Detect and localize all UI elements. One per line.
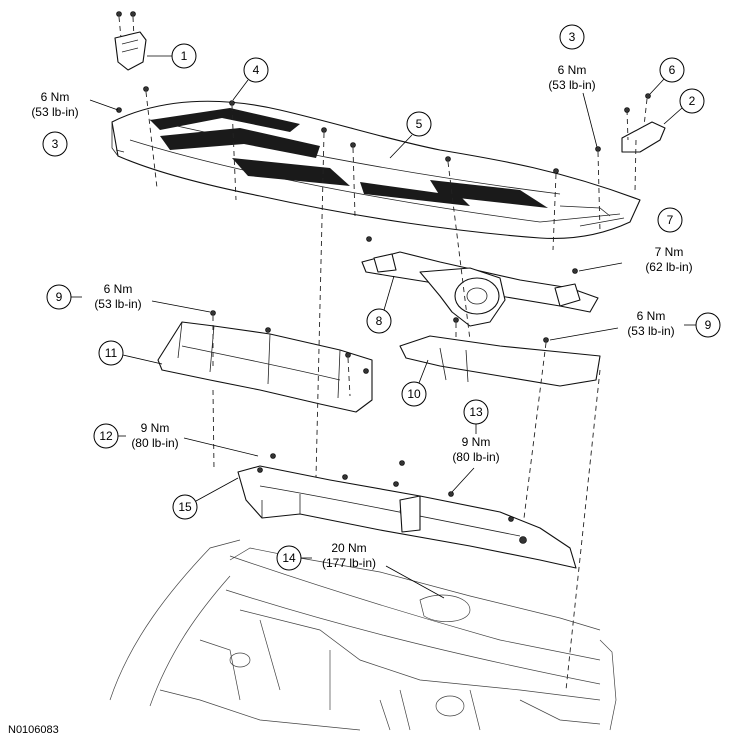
torque-13-lbin: (80 lb-in) [452,450,499,464]
callout-12-number: 12 [99,429,113,443]
bracket-left-part-1 [114,11,147,71]
torque-label-12: 9 Nm (80 lb-in) [131,421,178,450]
lower-cowl-panel-part-15 [237,453,577,569]
callout-11-number: 11 [105,346,118,360]
torque-label-9-right: 6 Nm (53 lb-in) [627,309,674,338]
torque-3-left-nm: 6 Nm [41,90,70,104]
callout-3-left: 3 [42,99,119,157]
torque-label-13: 9 Nm (80 lb-in) [452,435,499,464]
callout-2: 2 [663,88,705,125]
callout-4-number: 4 [253,63,260,77]
callout-14: 14 [276,545,445,599]
torque-9-right-nm: 6 Nm [637,309,666,323]
callout-5-number: 5 [416,117,423,131]
callout-12: 12 [93,423,259,457]
cowl-grille-panel-part-5 [111,100,641,239]
torque-9-left-nm: 6 Nm [104,282,133,296]
cowl-panel-left-part-11 [157,310,373,413]
torque-label-14: 20 Nm (177 lb-in) [322,541,376,570]
torque-7-lbin: (62 lb-in) [645,260,692,274]
callout-9-right-number: 9 [705,318,712,332]
engine-bay-background [109,539,617,731]
callout-3-left-number: 3 [52,137,59,151]
callout-13: 13 [451,399,489,493]
torque-3-left-lbin: (53 lb-in) [31,105,78,119]
callout-5: 5 [389,111,432,159]
callout-15-number: 15 [178,500,192,514]
torque-label-9-left: 6 Nm (53 lb-in) [94,282,141,311]
callout-3-right: 3 [559,24,598,148]
callout-1: 1 [147,43,197,69]
torque-13-nm: 9 Nm [462,435,491,449]
callout-9-right: 9 [549,312,721,341]
callout-10-number: 10 [407,387,421,401]
torque-9-left-lbin: (53 lb-in) [94,297,141,311]
callout-9-left: 9 [46,284,211,313]
callout-8-number: 8 [376,314,383,328]
torque-9-right-lbin: (53 lb-in) [627,324,674,338]
bracket-right-part-2 [621,93,666,153]
torque-14-lbin: (177 lb-in) [322,556,376,570]
torque-12-lbin: (80 lb-in) [131,436,178,450]
cowl-fasteners [116,86,637,251]
callout-2-number: 2 [689,94,696,108]
torque-label-7: 7 Nm (62 lb-in) [645,245,692,274]
callout-15: 15 [172,477,239,520]
cowl-panel-right-part-10 [399,317,601,387]
figure-id: N0106083 [8,724,59,736]
torque-label-3-right: 6 Nm (53 lb-in) [548,63,595,92]
torque-14-nm: 20 Nm [331,541,366,555]
callout-6-number: 6 [669,63,676,77]
torque-3-right-lbin: (53 lb-in) [548,78,595,92]
callout-7-number: 7 [667,213,674,227]
callout-1-number: 1 [181,49,188,63]
torque-label-3-left: 6 Nm (53 lb-in) [31,90,78,119]
callout-13-number: 13 [469,405,483,419]
torque-7-nm: 7 Nm [655,245,684,259]
callout-9-left-number: 9 [56,290,63,304]
callout-3-right-number: 3 [569,30,576,44]
callout-10: 10 [401,359,429,407]
callout-6: 6 [649,57,685,95]
guide-lines [212,132,601,691]
callout-11: 11 [98,340,163,366]
torque-12-nm: 9 Nm [141,421,170,435]
callout-4: 4 [232,57,269,101]
torque-3-right-nm: 6 Nm [558,63,587,77]
callout-7: 7 [578,207,683,272]
callout-14-number: 14 [282,551,296,565]
wiper-motor-linkage-part-8 [361,236,599,327]
callout-8: 8 [366,275,395,334]
